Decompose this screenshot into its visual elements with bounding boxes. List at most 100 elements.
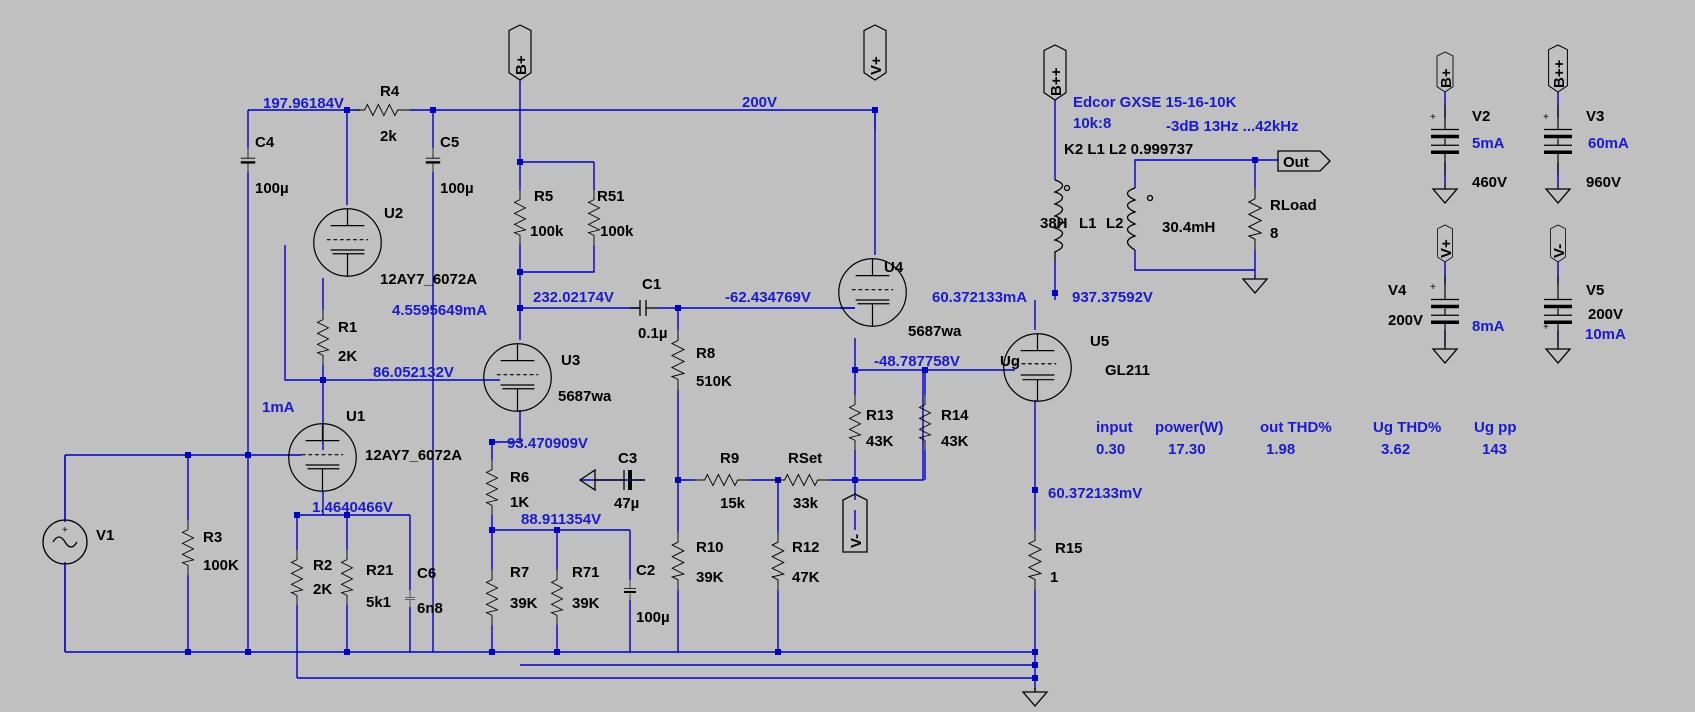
net-u5-plate: 937.37592V (1072, 289, 1153, 306)
u2-name: U2 (384, 205, 403, 222)
flag-vminus-label: V- (848, 534, 865, 548)
svg-text:+: + (1430, 112, 1436, 123)
v5-voltage: 200V (1588, 306, 1623, 323)
v2-voltage: 460V (1472, 174, 1507, 191)
r13-value: 43K (866, 433, 894, 450)
l1-value: 38H (1040, 215, 1068, 232)
resistor-r12 (771, 531, 785, 591)
u1-model: 12AY7_6072A (365, 447, 462, 464)
capacitor-c4 (240, 147, 256, 173)
source-v1: + (42, 455, 88, 652)
flag-vplus-label: V+ (868, 56, 885, 75)
results-header-input: input (1096, 419, 1133, 436)
tube-u1 (288, 423, 357, 492)
u4-name: U4 (884, 259, 904, 276)
c6-name: C6 (417, 565, 436, 582)
results-header-ug-pp: Ug pp (1474, 419, 1517, 436)
r1-name: R1 (338, 319, 357, 336)
l2-name: L2 (1106, 215, 1124, 232)
note-coupling: K2 L1 L2 0.999737 (1064, 141, 1193, 158)
inductor-l1 (1053, 179, 1071, 260)
resistor-r15 (1028, 529, 1042, 591)
l2-value: 30.4mH (1162, 219, 1215, 236)
rload-value: 8 (1270, 225, 1278, 242)
resistor-r9 (694, 473, 751, 487)
svg-text:+: + (1543, 322, 1549, 333)
c1-value: 0.1µ (638, 325, 668, 342)
resistor-r13 (848, 394, 862, 451)
net-u3-plate: 232.02174V (533, 289, 614, 306)
r7-name: R7 (510, 564, 529, 581)
results-value-ug-pp: 143 (1482, 441, 1507, 458)
results-table: input power(W) out THD% Ug THD% Ug pp 0.… (1096, 419, 1517, 458)
l1-name: L1 (1079, 215, 1097, 232)
inductor-l2 (1126, 187, 1154, 251)
net-r6-bottom: 88.911354V (521, 511, 601, 528)
flag-v4: V+ (1436, 224, 1455, 263)
tube-u2 (313, 208, 382, 277)
capacitor-c6 (404, 589, 416, 608)
rset-name: RSet (788, 450, 822, 467)
c6-value: 6n8 (417, 600, 443, 617)
r7-value: 39K (510, 595, 538, 612)
flag-v3-label: B++ (1551, 59, 1568, 88)
svg-text:+: + (1543, 112, 1549, 123)
r14-value: 43K (941, 433, 969, 450)
resistor-r4 (354, 103, 411, 117)
resistor-rload (1248, 187, 1262, 251)
net-u1-cathode: 1.4640466V (312, 499, 393, 516)
u3-model: 5687wa (558, 388, 612, 405)
r15-value: 1 (1050, 569, 1058, 586)
flag-v2-label: B+ (1438, 68, 1455, 88)
battery-v2: + (1430, 104, 1460, 176)
r5-name: R5 (534, 188, 553, 205)
c5-name: C5 (440, 134, 459, 151)
note-ratio: 10k:8 (1073, 115, 1111, 132)
r4-name: R4 (380, 83, 400, 100)
c5-value: 100µ (440, 180, 474, 197)
battery-v3: + (1543, 104, 1573, 176)
v3-name: V3 (1586, 108, 1604, 125)
resistor-rset (774, 473, 831, 487)
note-bandwidth: -3dB 13Hz ...42kHz (1166, 118, 1299, 135)
r51-value: 100k (600, 223, 634, 240)
r2-name: R2 (313, 557, 332, 574)
resistor-r7 (485, 569, 499, 626)
resistor-r6 (485, 459, 499, 516)
capacitor-c1 (630, 300, 658, 316)
flag-out-label: Out (1283, 154, 1309, 171)
net-r4-left: 197.96184V (263, 95, 344, 112)
svg-text:+: + (62, 525, 68, 536)
results-header-power: power(W) (1155, 419, 1223, 436)
c3-name: C3 (618, 450, 637, 467)
r3-value: 100K (203, 557, 239, 574)
flag-bplus-label: B+ (513, 55, 530, 75)
results-value-input: 0.30 (1096, 441, 1125, 458)
v2-current: 5mA (1472, 135, 1505, 152)
resistor-r5 (513, 189, 527, 246)
r6-value: 1K (510, 494, 529, 511)
net-u3-current: 4.5595649mA (392, 302, 487, 319)
r6-name: R6 (510, 469, 529, 486)
ground-arrow-c3 (578, 468, 610, 492)
r8-value: 510K (696, 373, 732, 390)
u4-model: 5687wa (908, 323, 962, 340)
r12-value: 47K (792, 569, 820, 586)
tube-u3 (483, 343, 552, 412)
ug-label: Ug (1000, 353, 1020, 370)
v5-name: V5 (1586, 282, 1604, 299)
c4-name: C4 (255, 134, 275, 151)
results-header-out-thd: out THD% (1260, 419, 1332, 436)
u2-model: 12AY7_6072A (380, 271, 477, 288)
net-labels: 197.96184V 200V 86.052132V 1mA 1.4640466… (262, 94, 1153, 528)
c1-name: C1 (642, 276, 661, 293)
v1-name: V1 (96, 527, 114, 544)
net-u5-cathode: 60.372133mV (1048, 485, 1142, 502)
r71-name: R71 (572, 564, 600, 581)
v2-name: V2 (1472, 108, 1490, 125)
battery-v4: + (1430, 274, 1460, 346)
resistor-r8 (671, 329, 685, 391)
capacitor-c2 (623, 579, 637, 601)
v4-voltage: 200V (1388, 312, 1423, 329)
